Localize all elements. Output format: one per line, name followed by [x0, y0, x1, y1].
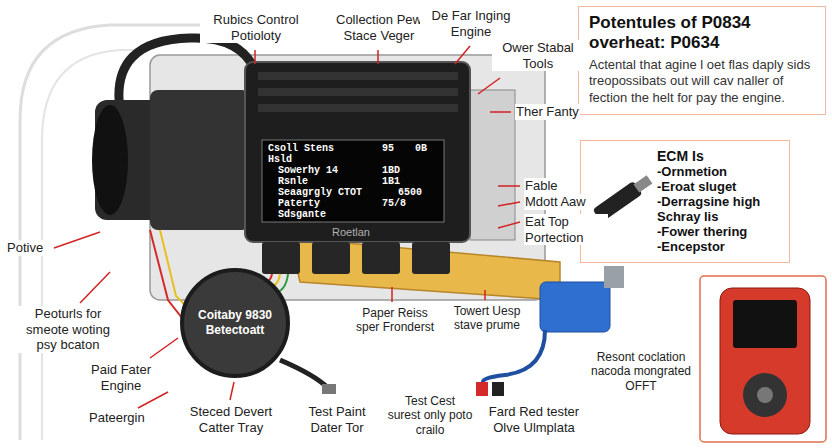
- leader-line: [254, 50, 256, 64]
- plug: [412, 242, 450, 274]
- node-heading: Coitaby 9830 Betectoatt: [193, 308, 277, 338]
- control-module: [245, 62, 470, 242]
- leader-line: [54, 232, 100, 248]
- connector: [540, 282, 610, 332]
- leader-line: [230, 382, 234, 400]
- leader-line: [498, 185, 520, 187]
- wire: [150, 230, 182, 318]
- part-label: Ther Fanty: [515, 104, 580, 120]
- ecm-box: ECM Is-Ornmetion-Eroat sluget-Derragsine…: [580, 140, 790, 263]
- leader-line: [484, 290, 486, 300]
- node-heading: ECM Is: [657, 149, 781, 164]
- test-plug: [476, 382, 488, 396]
- leader-line: [498, 222, 520, 228]
- node-text: -Fower thering: [657, 224, 781, 239]
- cable-end: [322, 384, 336, 394]
- scanner-frame: [700, 276, 826, 442]
- part-label: Ower Stabal Tools: [492, 40, 584, 71]
- screen-reading: 1BD: [382, 165, 400, 176]
- plug: [262, 242, 300, 274]
- test-plug: [492, 382, 504, 396]
- throttle-body: [150, 90, 250, 230]
- part-label: Pateergin: [88, 410, 146, 426]
- part-label: Steced Devert Catter Tray: [178, 404, 284, 435]
- node-text: Actental that agine l oet flas daply sid…: [589, 57, 815, 106]
- leader-line: [498, 202, 520, 206]
- module-screen: [262, 140, 444, 222]
- fin: [258, 72, 458, 80]
- info-box: Potentules of P0834 overheat: P0634Acten…: [578, 6, 826, 115]
- cable: [280, 360, 328, 388]
- part-label: Peoturls for smeote woting psy bcaton: [14, 306, 122, 353]
- fin: [258, 88, 458, 96]
- screen-reading: Sowerhy 14: [278, 165, 338, 176]
- part-label: Eat Top Portection: [524, 214, 608, 245]
- part-label: Rubics Control Potioloty: [200, 12, 312, 43]
- leader-lines: [54, 46, 520, 408]
- screen-reading: Csoll Stens: [268, 143, 334, 154]
- part-label: Test Cest surest only poto crailo: [386, 394, 474, 437]
- scanner: [720, 288, 810, 434]
- screen-reading: Sdsgante: [278, 209, 326, 220]
- leader-line: [150, 338, 178, 358]
- screen-reading: Hsld: [268, 154, 292, 165]
- screen-reading: 6500: [398, 187, 422, 198]
- leader-line: [80, 272, 110, 303]
- part-label: Mdott Aaw: [524, 194, 587, 210]
- wire: [160, 230, 186, 306]
- cable: [483, 330, 545, 384]
- fin: [258, 104, 458, 112]
- scanner-screen: [733, 300, 797, 348]
- leader-line: [490, 111, 511, 113]
- plug: [312, 242, 350, 274]
- leader-line: [138, 392, 168, 408]
- coolant-pipe: [290, 238, 560, 300]
- part-label: De Far Inging Engine: [420, 8, 522, 39]
- node-text: -Ornmetion: [657, 164, 781, 179]
- screen-reading: 0B: [415, 143, 427, 154]
- scanner-button: [757, 387, 773, 403]
- part-label: Roetlan: [332, 226, 370, 239]
- part-label: Paid Fater Engine: [78, 362, 164, 393]
- screen-reading: Paterty: [278, 198, 320, 209]
- throttle-opening: [92, 105, 128, 215]
- scanner-keypad: [743, 373, 787, 417]
- node-text: -Encepstor: [657, 239, 781, 254]
- sensor-tip: [634, 175, 653, 192]
- part-label: Potive: [6, 240, 44, 256]
- part-label: Fard Red tester Olve Ulmplata: [476, 404, 592, 435]
- connector-tip: [604, 266, 624, 288]
- screen-reading: 75/8: [382, 198, 406, 209]
- node-text: Schray lis: [657, 209, 781, 224]
- part-label: Paper Reiss sper Fronderst: [352, 306, 438, 335]
- leader-line: [377, 50, 379, 64]
- screen-reading: 1B1: [382, 176, 400, 187]
- leader-line: [455, 46, 470, 64]
- screen-reading: Rsnle: [278, 176, 308, 187]
- leader-line: [478, 78, 500, 94]
- node-text: -Eroat sluget: [657, 179, 781, 194]
- node-heading: Potentules of P0834 overheat: P0634: [589, 13, 815, 52]
- leader-line: [391, 287, 393, 302]
- part-label: Towert Uesp stave prume: [440, 304, 534, 333]
- coil-circle: Coitaby 9830 Betectoatt: [180, 268, 290, 378]
- plug: [362, 242, 400, 274]
- node-text: -Derragsine high: [657, 194, 781, 209]
- part-label: Fable: [524, 178, 559, 194]
- screen-reading: 95: [382, 143, 394, 154]
- part-label: Test Paint Dater Tor: [292, 404, 382, 435]
- screen-reading: Seaagrgly CTOT: [278, 187, 362, 198]
- bracket: [470, 90, 515, 240]
- part-label: Resont coclation nacoda mongrated OFFT: [586, 350, 696, 393]
